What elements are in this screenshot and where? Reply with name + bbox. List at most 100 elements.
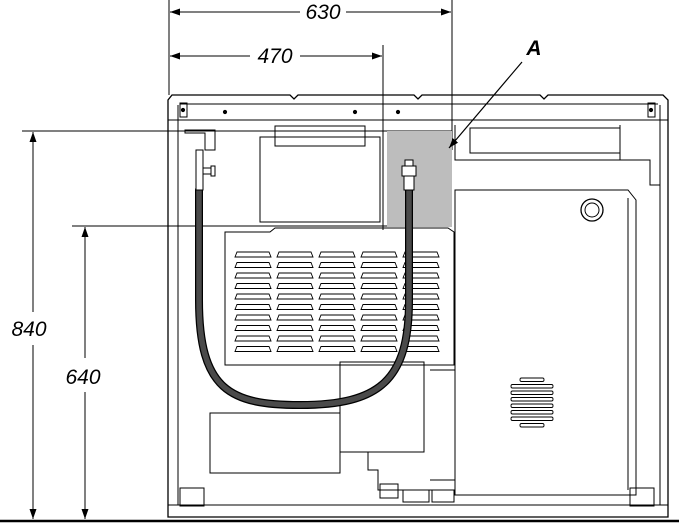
door-knob	[580, 198, 604, 222]
louver-slot	[360, 293, 398, 300]
upper-right-frame	[454, 125, 621, 161]
vent-slot	[510, 390, 554, 395]
louver-slot	[276, 346, 314, 352]
screw-dot-5	[648, 107, 654, 113]
louver-slot	[234, 314, 272, 321]
louver-slot	[360, 262, 398, 268]
louver-slot	[276, 293, 314, 300]
louver-slot	[276, 325, 314, 331]
dimension-height-total: 840	[11, 130, 452, 519]
vent-slot	[510, 410, 554, 415]
right-edge-bracket	[620, 159, 660, 186]
louver-slot	[402, 251, 440, 258]
appliance-body	[167, 94, 669, 518]
cabinet-outline	[167, 94, 669, 518]
vent-slot	[519, 377, 545, 382]
louver-slot	[402, 272, 440, 279]
louver-slot	[402, 304, 440, 310]
vent-slot	[510, 403, 554, 408]
louver-slot	[360, 335, 398, 342]
louver-slot	[234, 304, 272, 310]
corner-bracket-left	[179, 102, 188, 118]
screw-dot-3	[352, 109, 358, 115]
dimension-label-840: 840	[11, 318, 46, 341]
vent-slot	[510, 416, 554, 421]
foot-center-left	[379, 483, 399, 499]
lower-right-bracket	[430, 369, 456, 481]
louver-slot	[276, 314, 314, 321]
louver-slot	[276, 304, 314, 310]
louver-slot	[318, 314, 356, 321]
louver-slot	[318, 304, 356, 310]
screw-dot-1	[180, 107, 186, 113]
louver-slot	[318, 272, 356, 279]
lower-left-panel	[209, 412, 341, 474]
vent-slot	[510, 384, 554, 389]
hose-connector-right	[401, 159, 417, 191]
dimension-label-640: 640	[65, 366, 100, 389]
callout-a-label: A	[525, 37, 541, 60]
louver-slot	[360, 251, 398, 258]
louver-slot	[318, 251, 356, 258]
louver-slot	[318, 283, 356, 289]
louver-slot	[318, 335, 356, 342]
foot-right	[629, 487, 655, 507]
louver-slot	[276, 272, 314, 279]
louver-slot	[276, 335, 314, 342]
corner-bracket-right	[647, 102, 656, 118]
upper-center-box-lip	[274, 125, 366, 147]
dimension-width: 630	[168, 0, 453, 150]
upper-right-tray	[469, 127, 621, 154]
louver-panel	[224, 227, 455, 366]
vent-slot	[510, 397, 554, 402]
door-knob-inner	[584, 202, 600, 218]
louver-slot	[234, 335, 272, 342]
louver-slot	[318, 325, 356, 331]
louver-slot	[360, 325, 398, 331]
vent-slot	[519, 423, 545, 428]
connection-area-a	[387, 131, 452, 227]
louver-slot	[318, 346, 356, 352]
screw-dot-4	[395, 109, 401, 115]
louver-slot	[234, 325, 272, 331]
foot-center	[402, 489, 430, 503]
louver-slot	[402, 293, 440, 300]
louver-vents	[234, 251, 440, 352]
louver-slot	[234, 251, 272, 258]
louver-slot	[234, 293, 272, 300]
dimension-label-630: 630	[305, 1, 340, 24]
louver-slot	[360, 272, 398, 279]
inlet-valve-left	[195, 149, 216, 191]
foot-center-right	[431, 489, 455, 503]
foot-left	[179, 487, 205, 507]
louver-slot	[234, 283, 272, 289]
louver-slot	[234, 346, 272, 352]
louver-slot	[360, 346, 398, 352]
louver-slot	[318, 293, 356, 300]
callout-a-leader	[448, 61, 523, 149]
lower-control-box	[339, 361, 425, 453]
louver-slot	[318, 262, 356, 268]
louver-slot	[360, 314, 398, 321]
louver-slot	[234, 262, 272, 268]
right-door-panel	[454, 189, 637, 496]
louver-slot	[360, 283, 398, 289]
screw-dot-2	[222, 109, 228, 115]
upper-center-box	[259, 136, 381, 223]
right-door-vents	[510, 377, 554, 428]
louver-slot	[402, 283, 440, 289]
dimension-hose-position: 470	[170, 45, 384, 230]
dimension-label-470: 470	[257, 45, 292, 68]
louver-slot	[402, 262, 440, 268]
dimension-height-lower: 640	[65, 225, 388, 519]
water-hose-core	[196, 187, 412, 408]
louver-slot	[276, 262, 314, 268]
louver-slot	[402, 346, 440, 352]
louver-slot	[276, 251, 314, 258]
louver-slot	[360, 304, 398, 310]
callout-a: A	[448, 37, 542, 149]
louver-slot	[234, 272, 272, 279]
upper-left-panel	[184, 129, 216, 151]
louver-slot	[276, 283, 314, 289]
